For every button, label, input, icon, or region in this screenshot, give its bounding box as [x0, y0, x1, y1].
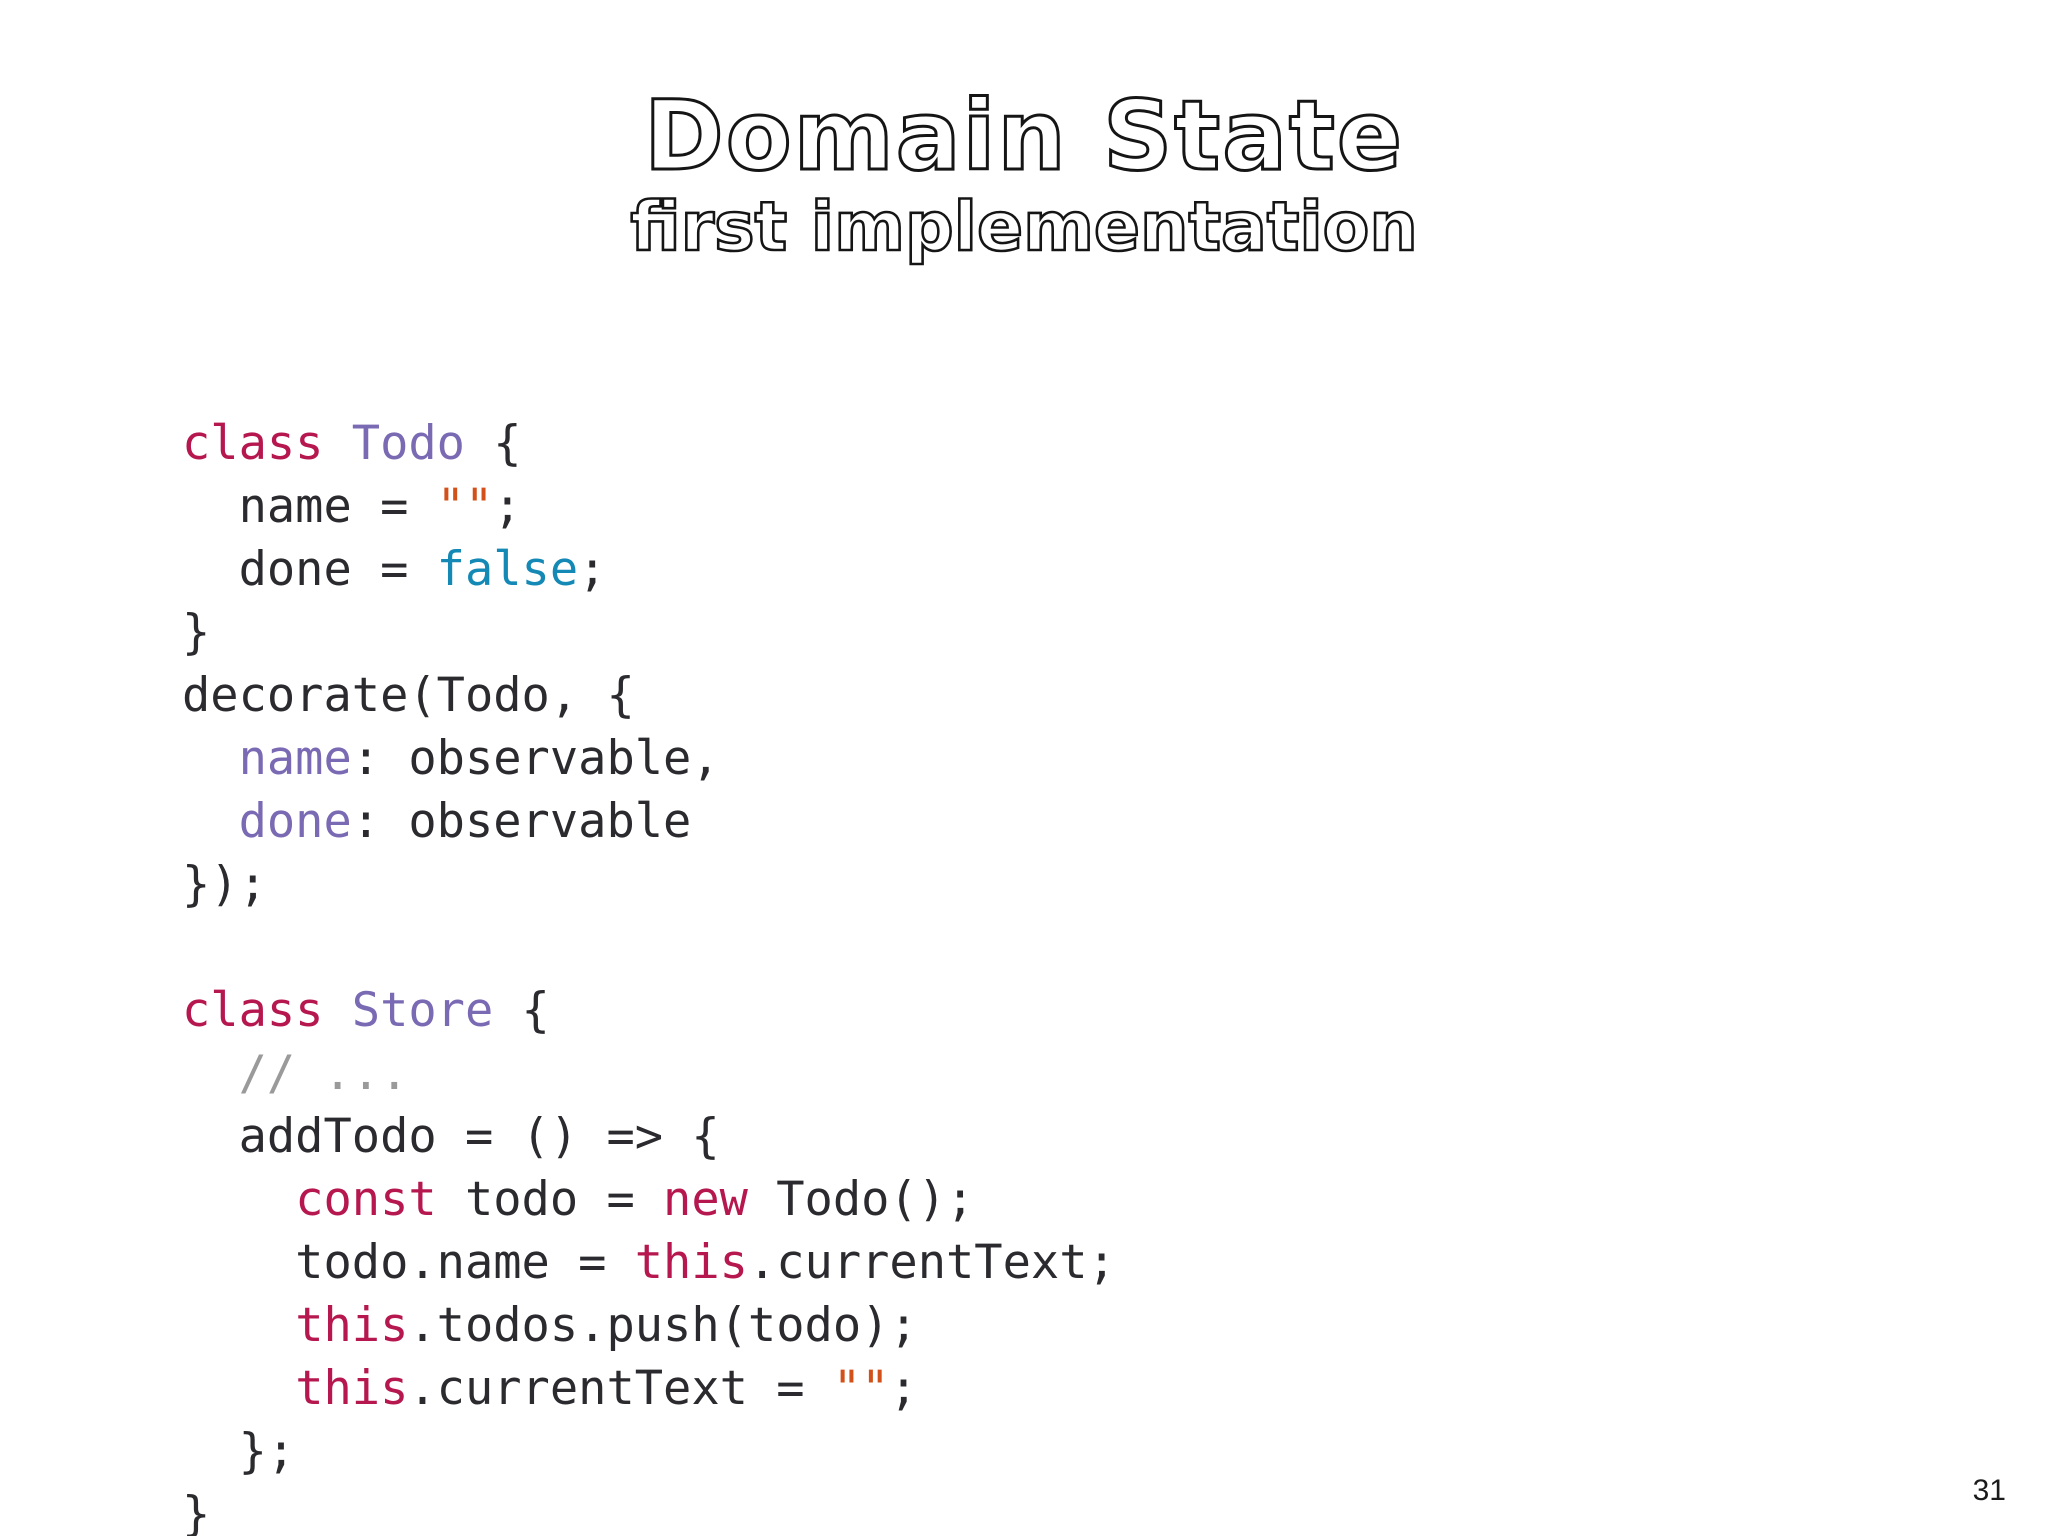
code-token-plain: .currentText = [408, 1361, 833, 1416]
code-line: decorate(Todo, { [182, 664, 1116, 727]
code-token-boolean: false [436, 542, 579, 597]
code-token-plain [182, 731, 239, 786]
code-token-property: done [238, 794, 352, 849]
code-line: this.currentText = ""; [182, 1357, 1116, 1420]
code-token-string: "" [436, 479, 494, 534]
code-token-keyword: new [663, 1172, 748, 1227]
code-line: // ... [182, 1042, 1116, 1105]
code-line: }; [182, 1420, 1116, 1483]
code-token-plain [182, 1361, 295, 1416]
code-token-keyword: this [295, 1361, 409, 1416]
code-token-keyword: this [295, 1298, 409, 1353]
page-subtitle: first implementation [629, 187, 1419, 267]
page-title: Domain State [643, 80, 1404, 192]
code-token-plain [323, 983, 351, 1038]
page-number: 31 [1972, 1474, 2006, 1507]
code-token-plain [182, 1298, 295, 1353]
code-token-type: Store [351, 983, 494, 1038]
code-line: this.todos.push(todo); [182, 1294, 1116, 1357]
code-line: const todo = new Todo(); [182, 1168, 1116, 1231]
code-token-keyword: const [295, 1172, 437, 1227]
code-token-plain: todo = [436, 1172, 664, 1227]
code-token-plain: Todo(); [747, 1172, 975, 1227]
code-token-plain: name = [182, 479, 437, 534]
code-line: } [182, 601, 1116, 664]
code-token-plain [182, 1172, 295, 1227]
code-token-plain: }); [182, 857, 267, 912]
code-line: class Todo { [182, 412, 1116, 475]
code-token-plain: ; [493, 479, 522, 534]
code-token-type: Todo [351, 416, 465, 471]
code-token-keyword: this [634, 1235, 748, 1290]
code-token-plain: todo.name = [182, 1235, 635, 1290]
code-token-plain [182, 1046, 239, 1101]
code-block: class Todo { name = ""; done = false;} de… [182, 412, 1116, 1536]
code-line: done: observable [182, 790, 1116, 853]
code-token-plain: addTodo = () => { [182, 1109, 720, 1164]
code-token-plain: .currentText; [747, 1235, 1116, 1290]
code-token-plain: ; [578, 542, 607, 597]
code-token-property: name [238, 731, 352, 786]
code-token-plain: : observable [351, 794, 692, 849]
code-line: } [182, 1483, 1116, 1536]
code-token-plain: : observable, [351, 731, 720, 786]
code-token-plain: { [464, 416, 522, 471]
code-line: addTodo = () => { [182, 1105, 1116, 1168]
code-line: todo.name = this.currentText; [182, 1231, 1116, 1294]
code-line: done = false; [182, 538, 1116, 601]
title-block: Domain State first implementation [0, 80, 2048, 267]
code-token-plain: done = [182, 542, 437, 597]
code-token-plain: .todos.push(todo); [408, 1298, 918, 1353]
code-token-plain: } [182, 1487, 211, 1536]
code-token-string: "" [832, 1361, 890, 1416]
code-token-plain: decorate(Todo, { [182, 668, 635, 723]
code-token-plain: { [493, 983, 550, 1038]
code-line: name: observable, [182, 727, 1116, 790]
code-token-plain [323, 416, 351, 471]
code-token-plain: ; [889, 1361, 918, 1416]
code-line: class Store { [182, 979, 1116, 1042]
code-token-plain: } [182, 605, 211, 660]
code-line: name = ""; [182, 475, 1116, 538]
code-token-plain [182, 794, 239, 849]
code-line: }); [182, 853, 1116, 916]
code-token-keyword: class [182, 416, 324, 471]
code-token-keyword: class [182, 983, 324, 1038]
code-token-plain: }; [182, 1424, 296, 1479]
code-line [182, 916, 1116, 979]
code-token-comment: // ... [238, 1046, 409, 1101]
